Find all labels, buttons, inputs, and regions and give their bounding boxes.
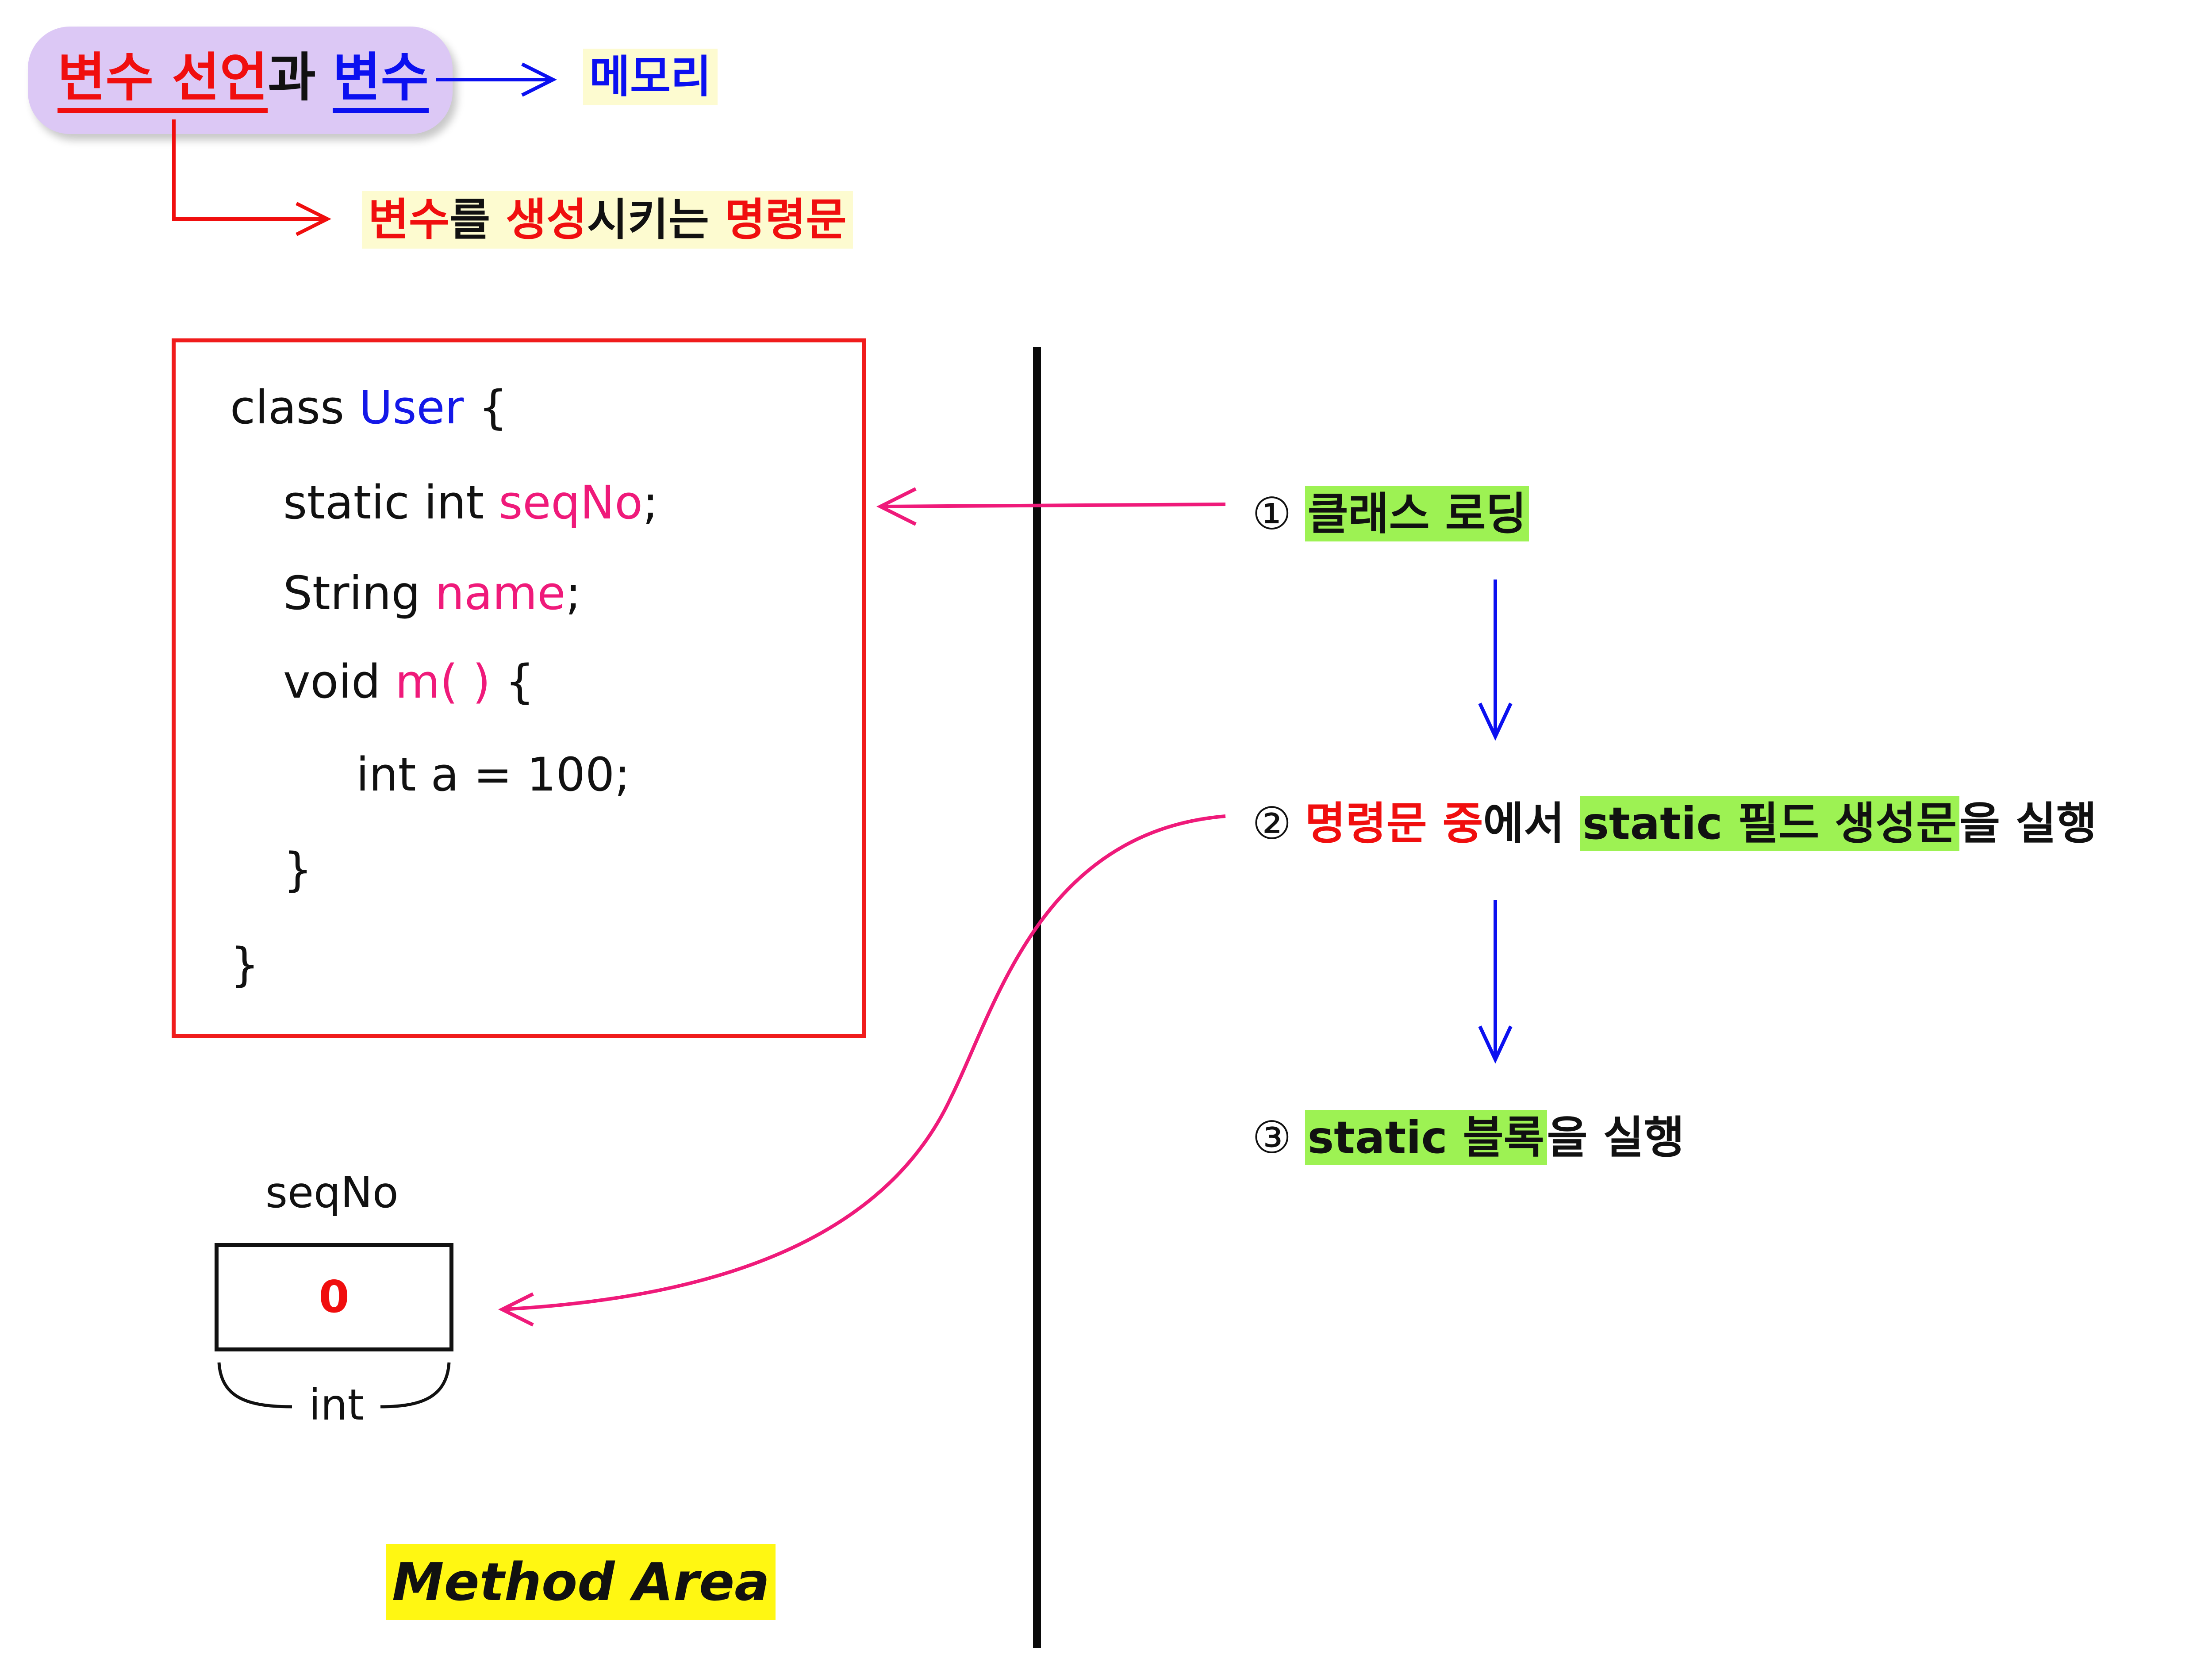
code-line-3: String name;: [283, 566, 581, 620]
step-2-run: 을 실행: [1959, 798, 2097, 849]
code-line-6: }: [283, 843, 313, 897]
code-line-1: class User {: [230, 380, 508, 434]
variable-type-label: int: [305, 1380, 368, 1430]
code-line-2: static int seqNo;: [283, 476, 658, 530]
field-creation-curve-arrow: [498, 814, 1226, 1327]
step-2-number: ②: [1252, 798, 1292, 849]
step1-to-step2-arrow: [1478, 580, 1513, 741]
type-brace: [217, 1362, 451, 1409]
title-to-memory-arrow: [436, 62, 557, 97]
code-box: [172, 338, 866, 1038]
divider-line: [1033, 347, 1041, 1648]
declaration-to-note-arrow: [172, 119, 331, 236]
note-word-create: 생성: [505, 194, 587, 246]
instance-field-name: name: [435, 566, 566, 620]
title-and: 과: [268, 47, 316, 108]
code-line-4: void m( ) {: [283, 655, 534, 709]
step-1-text: 클래스 로딩: [1305, 486, 1529, 541]
step-3-number: ③: [1252, 1112, 1292, 1163]
step-3-static-block: static 블록: [1305, 1110, 1547, 1165]
loading-to-code-arrow: [876, 487, 1226, 526]
note-word-variable: 변수: [368, 194, 449, 246]
step-2-eseo: 에서: [1483, 798, 1565, 849]
method-area-label: Method Area: [386, 1544, 776, 1620]
static-field-name: seqNo: [499, 476, 643, 530]
memory-label: 메모리: [583, 49, 718, 105]
title-pill: [28, 27, 453, 134]
title: 변수 선언과 변수: [58, 44, 429, 113]
variable-name-label: seqNo: [265, 1168, 399, 1217]
note-word-sikineun: 시키는: [587, 194, 709, 246]
title-variable: 변수: [332, 47, 429, 113]
statement-note: 변수를 생성시키는 명령문: [362, 191, 853, 249]
note-word-reul: 를: [449, 194, 490, 246]
step-2: ② 명령문 중에서 static 필드 생성문을 실행: [1252, 787, 2097, 852]
class-name: User: [359, 380, 464, 434]
step-3-run: 을 실행: [1547, 1112, 1685, 1163]
title-declaration: 변수 선언: [58, 47, 268, 113]
step-1-number: ①: [1252, 488, 1292, 540]
code-line-7: }: [230, 938, 260, 992]
step2-to-step3-arrow: [1478, 900, 1513, 1064]
step-3: ③ static 블록을 실행: [1252, 1101, 1684, 1166]
variable-cell: 0: [215, 1243, 453, 1351]
step-2-statement: 명령문 중: [1305, 798, 1483, 849]
step-2-static-field: static 필드 생성문: [1580, 796, 1960, 851]
method-name: m( ): [395, 655, 491, 709]
note-word-statement: 명령문: [724, 194, 847, 246]
code-line-5: int a = 100;: [356, 748, 630, 802]
